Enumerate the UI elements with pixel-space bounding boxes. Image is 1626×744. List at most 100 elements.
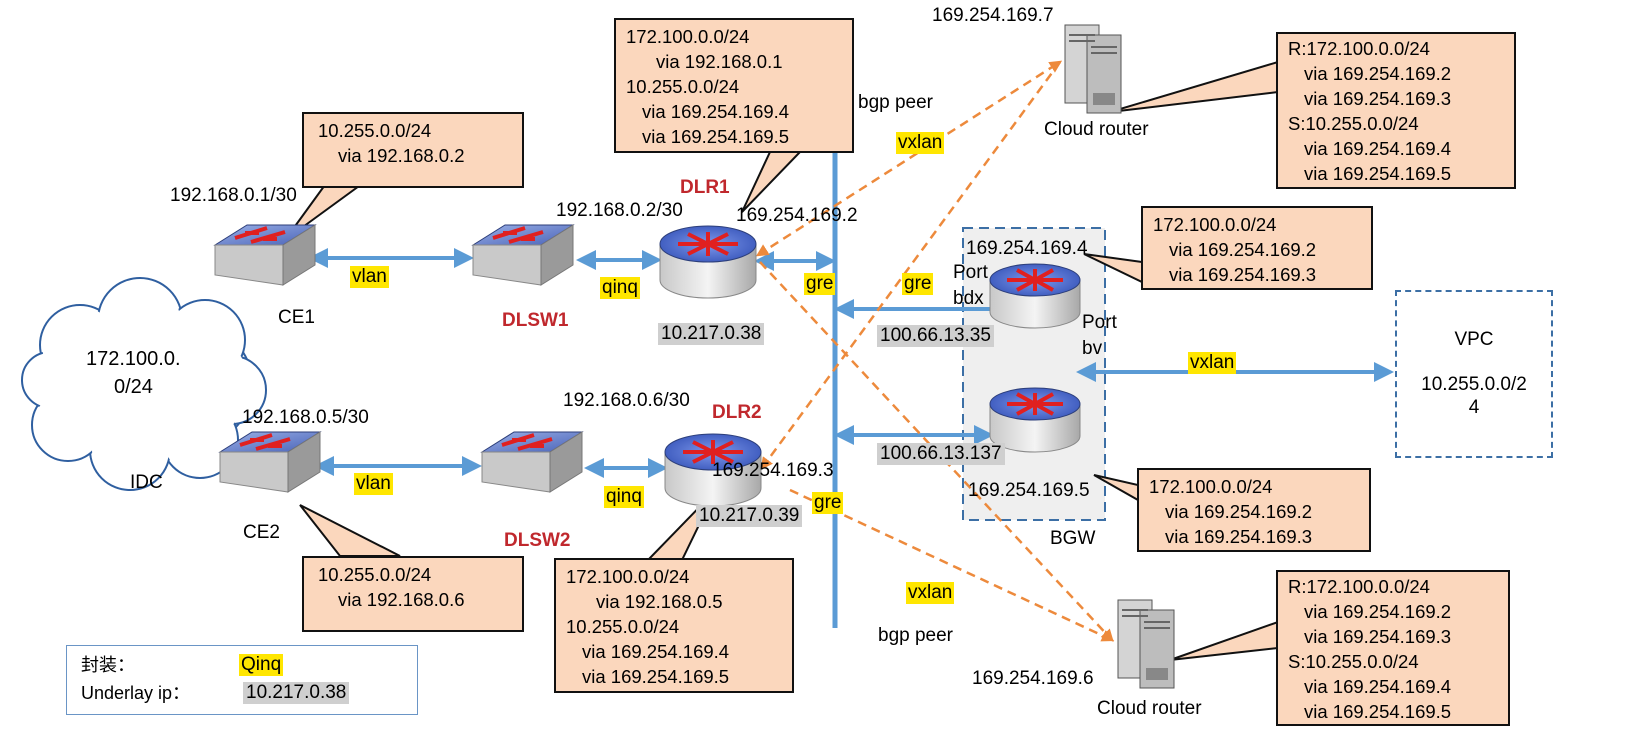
callout-tail-ce2 bbox=[299, 504, 401, 557]
link-label-qinq-bottom: qinq bbox=[604, 486, 644, 508]
legend-encap-value: Qinq bbox=[239, 654, 284, 676]
link-label-bgp-peer-bottom: bgp peer bbox=[878, 625, 954, 646]
server-icon-cloud-router-bottom bbox=[1117, 599, 1175, 689]
bgw-ip-bottom: 169.254.169.5 bbox=[968, 480, 1090, 501]
idc-cloud-text-line2: 0/24 bbox=[114, 376, 153, 398]
switch-icon-dlsw2 bbox=[480, 431, 584, 493]
link-label-vxlan-bottom: vxlan bbox=[906, 582, 955, 604]
router-icon-dlr1 bbox=[659, 225, 757, 299]
link-label-gre-bgw: gre bbox=[902, 273, 934, 295]
link-label-qinq-top: qinq bbox=[600, 277, 640, 299]
ce1-name: CE1 bbox=[278, 307, 315, 328]
route-note-dlr2: 172.100.0.0/24 via 192.168.0.5 10.255.0.… bbox=[554, 558, 794, 693]
router-icon-bgw-bottom bbox=[989, 387, 1081, 453]
bgw-name: BGW bbox=[1050, 528, 1096, 549]
cloud-router-bottom-ip: 169.254.169.6 bbox=[972, 668, 1094, 689]
dlr1-ip-right: 169.254.169.2 bbox=[736, 205, 858, 226]
bgw-port-bv-line2: bv bbox=[1082, 338, 1103, 359]
route-note-line: via 169.254.169.3 bbox=[1165, 526, 1313, 547]
vpc-title: VPC bbox=[1454, 329, 1494, 350]
route-note-cloud-router-top: R:172.100.0.0/24 via 169.254.169.2 via 1… bbox=[1276, 32, 1516, 189]
route-note-line: via 169.254.169.2 bbox=[1165, 501, 1313, 522]
ce2-ip: 192.168.0.5/30 bbox=[242, 407, 369, 428]
bgw-addr-top: 100.66.13.35 bbox=[877, 325, 994, 347]
dlr2-ip-left: 192.168.0.6/30 bbox=[563, 390, 690, 411]
route-note-line: via 169.254.169.4 bbox=[1304, 676, 1452, 697]
route-note-line: via 169.254.169.5 bbox=[1304, 701, 1452, 722]
route-note-cloud-router-bottom: R:172.100.0.0/24 via 169.254.169.2 via 1… bbox=[1276, 570, 1510, 726]
link-label-vxlan-vpc: vxlan bbox=[1188, 352, 1237, 374]
ce2-name: CE2 bbox=[243, 522, 280, 543]
route-note-line: via 169.254.169.5 bbox=[1304, 163, 1452, 184]
route-note-line: via 169.254.169.2 bbox=[1304, 63, 1452, 84]
dlr1-name: DLR1 bbox=[680, 177, 730, 198]
route-note-line: via 169.254.169.4 bbox=[582, 641, 730, 662]
route-note-dlr1: 172.100.0.0/24 via 192.168.0.1 10.255.0.… bbox=[614, 18, 854, 153]
bgw-ip-top: 169.254.169.4 bbox=[966, 238, 1088, 259]
route-note-line: S:10.255.0.0/24 bbox=[1288, 113, 1419, 134]
cloud-router-bottom-name: Cloud router bbox=[1097, 698, 1202, 719]
cloud-router-top-name: Cloud router bbox=[1044, 119, 1149, 140]
switch-icon-ce2 bbox=[218, 431, 322, 493]
callout-tail-dlr1 bbox=[741, 151, 803, 213]
route-note-line: via 169.254.169.3 bbox=[1304, 88, 1452, 109]
route-note-line: via 169.254.169.3 bbox=[1169, 264, 1317, 285]
idc-label: IDC bbox=[130, 472, 163, 493]
route-note-line: via 169.254.169.4 bbox=[1304, 138, 1452, 159]
bgw-port-bdx-line2: bdx bbox=[953, 288, 984, 309]
route-note-line: 172.100.0.0/24 bbox=[626, 26, 750, 47]
cloud-router-top-ip: 169.254.169.7 bbox=[932, 5, 1054, 26]
link-label-vxlan-top: vxlan bbox=[896, 132, 945, 154]
route-note-bgw-bottom: 172.100.0.0/24 via 169.254.169.2 via 169… bbox=[1137, 468, 1371, 552]
dlsw2-name: DLSW2 bbox=[504, 530, 571, 551]
dlr1-underlay-ip: 10.217.0.38 bbox=[658, 323, 765, 345]
link-label-vlan-bottom: vlan bbox=[354, 473, 393, 495]
link-label-gre-dlr2: gre bbox=[812, 492, 844, 514]
callout-tail-cloud-router-top bbox=[1109, 60, 1279, 113]
route-note-line: via 192.168.0.6 bbox=[338, 589, 465, 610]
vpc-cidr-line2: 4 bbox=[1468, 397, 1480, 418]
route-note-line: S:10.255.0.0/24 bbox=[1288, 651, 1419, 672]
route-note-line: via 169.254.169.2 bbox=[1304, 601, 1452, 622]
route-note-line: 10.255.0.0/24 bbox=[318, 120, 432, 141]
route-note-bgw-top: 172.100.0.0/24 via 169.254.169.2 via 169… bbox=[1141, 206, 1373, 290]
switch-icon-dlsw1 bbox=[471, 224, 575, 286]
route-note-line: via 169.254.169.5 bbox=[642, 126, 790, 147]
idc-cloud-text-line1: 172.100.0. bbox=[86, 348, 181, 370]
ce1-ip: 192.168.0.1/30 bbox=[170, 185, 297, 206]
vpc-box: VPC 10.255.0.0/2 4 bbox=[1395, 290, 1553, 458]
dlr1-ip-left: 192.168.0.2/30 bbox=[556, 200, 683, 221]
route-note-line: via 169.254.169.5 bbox=[582, 666, 730, 687]
link-label-vlan-top: vlan bbox=[350, 266, 389, 288]
route-note-line: 172.100.0.0/24 bbox=[1153, 214, 1277, 235]
route-note-line: R:172.100.0.0/24 bbox=[1288, 576, 1430, 597]
vxlan-dlr2-cloud-router-top bbox=[760, 61, 1062, 471]
dlr2-ip-right: 169.254.169.3 bbox=[712, 460, 834, 481]
bgw-addr-bottom: 100.66.13.137 bbox=[877, 443, 1005, 465]
link-label-bgp-peer-top: bgp peer bbox=[858, 92, 934, 113]
legend-encap-label: 封装： bbox=[81, 655, 135, 675]
legend-underlay-label: Underlay ip： bbox=[81, 683, 191, 703]
route-note-line: R:172.100.0.0/24 bbox=[1288, 38, 1430, 59]
route-note-line: 10.255.0.0/24 bbox=[318, 564, 432, 585]
dlsw1-name: DLSW1 bbox=[502, 310, 569, 331]
route-note-line: via 169.254.169.3 bbox=[1304, 626, 1452, 647]
route-note-line: via 169.254.169.4 bbox=[642, 101, 790, 122]
route-note-ce1: 10.255.0.0/24 via 192.168.0.2 bbox=[302, 112, 524, 188]
callout-tail-cloud-router-bottom bbox=[1169, 620, 1279, 661]
route-note-line: 10.255.0.0/24 bbox=[566, 616, 680, 637]
route-note-line: via 169.254.169.2 bbox=[1169, 239, 1317, 260]
bgw-port-bdx-line1: Port bbox=[953, 262, 988, 283]
route-note-line: 172.100.0.0/24 bbox=[1149, 476, 1273, 497]
route-note-line: 10.255.0.0/24 bbox=[626, 76, 740, 97]
legend-box: 封装： Qinq Underlay ip： 10.217.0.38 bbox=[66, 645, 418, 715]
link-label-gre-dlr1: gre bbox=[804, 273, 836, 295]
router-icon-bgw-top bbox=[989, 263, 1081, 329]
switch-icon-ce1 bbox=[213, 224, 317, 286]
route-note-ce2: 10.255.0.0/24 via 192.168.0.6 bbox=[302, 556, 524, 632]
bgw-port-bv-line1: Port bbox=[1082, 312, 1117, 333]
dlr2-underlay-ip: 10.217.0.39 bbox=[696, 505, 803, 527]
route-note-line: via 192.168.0.2 bbox=[338, 145, 465, 166]
legend-underlay-value: 10.217.0.38 bbox=[243, 682, 350, 704]
